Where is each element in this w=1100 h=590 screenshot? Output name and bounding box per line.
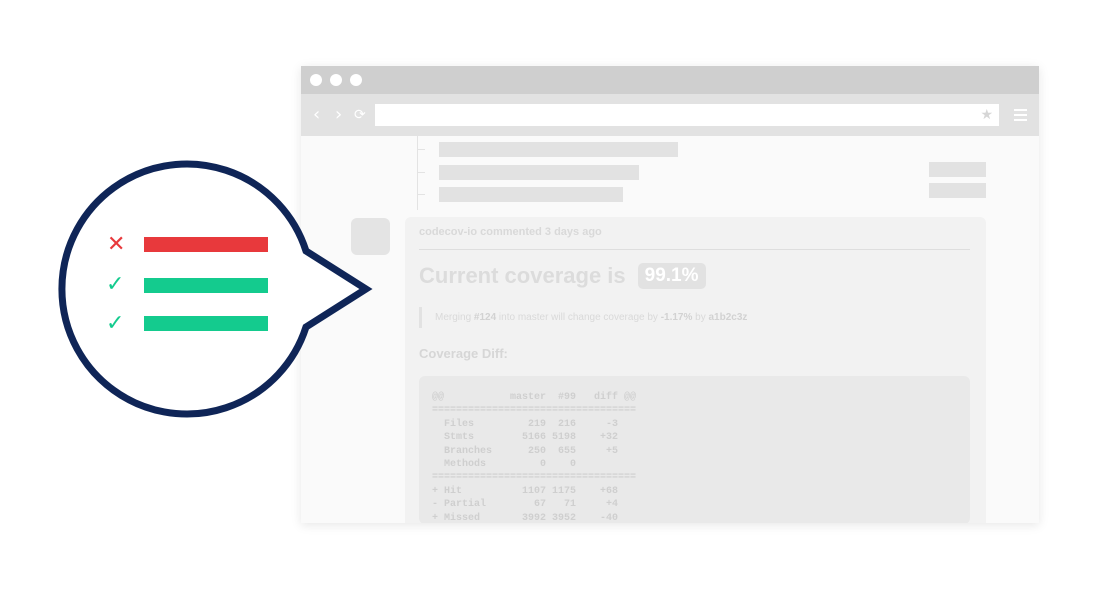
pr-link[interactable]: #124: [473, 312, 497, 323]
comment-header: codecov-io commented 3 days ago: [419, 226, 602, 238]
window-maximize-dot[interactable]: [350, 74, 362, 86]
diff-code-block: @@ master #99 diff @@ ==================…: [419, 376, 970, 523]
placeholder-bar: [439, 165, 639, 180]
placeholder-bar: [439, 187, 623, 202]
title-bar: [301, 66, 1039, 94]
address-bar[interactable]: ★: [375, 104, 999, 126]
chevron-right-icon[interactable]: ›: [335, 104, 343, 125]
tree-tick: [417, 149, 425, 150]
placeholder-bar: [929, 183, 986, 198]
hamburger-menu-icon[interactable]: [1014, 109, 1027, 121]
coverage-change: -1.17%: [660, 312, 693, 323]
pass-line: [144, 278, 268, 293]
placeholder-bar: [439, 142, 678, 157]
chevron-left-icon[interactable]: ‹: [313, 104, 321, 125]
window-close-dot[interactable]: [310, 74, 322, 86]
check-icon: ✓: [106, 272, 125, 297]
tree-tick: [417, 172, 425, 173]
star-icon[interactable]: ★: [980, 107, 993, 123]
window-minimize-dot[interactable]: [330, 74, 342, 86]
coverage-label: Current coverage is: [419, 263, 626, 288]
reload-icon[interactable]: ⟳: [354, 107, 366, 123]
coverage-heading: Current coverage is 99.1%: [419, 261, 706, 291]
coverage-badge: 99.1%: [637, 263, 706, 289]
fail-line: [144, 237, 268, 252]
quote-bar: [419, 307, 422, 328]
comment-card: codecov-io commented 3 days ago Current …: [405, 217, 986, 523]
placeholder-bar: [929, 162, 986, 177]
pass-line: [144, 316, 268, 331]
browser-toolbar: ‹ › ⟳ ★: [301, 94, 1039, 136]
check-icon: ✓: [106, 311, 125, 336]
browser-window: ‹ › ⟳ ★ codecov-io commented 3 days ago …: [301, 66, 1039, 523]
cross-icon: ✕: [107, 232, 126, 257]
commit-link[interactable]: a1b2c3z: [708, 312, 748, 323]
tree-tick: [417, 194, 425, 195]
merge-summary: Merging #124 into master will change cov…: [435, 312, 748, 323]
diff-title: Coverage Diff:: [419, 346, 508, 361]
header-divider: [419, 249, 970, 250]
tree-line: [417, 136, 418, 210]
avatar: [351, 218, 390, 255]
diff-code: @@ master #99 diff @@ ==================…: [432, 392, 637, 523]
